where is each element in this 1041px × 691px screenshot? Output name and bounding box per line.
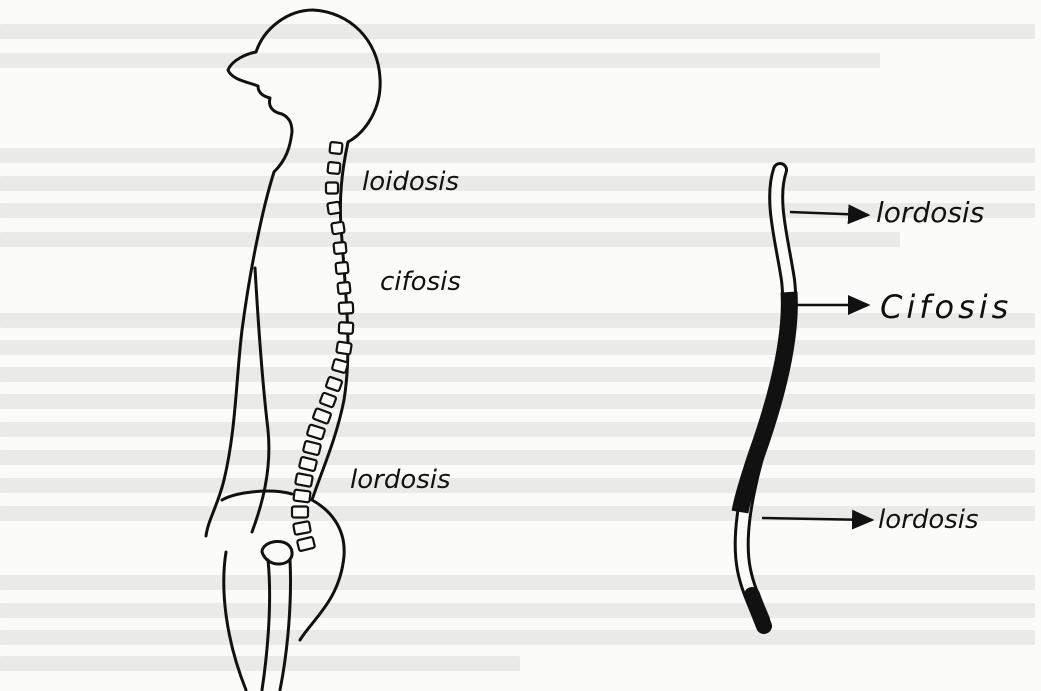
femur-line xyxy=(262,560,270,690)
vertebra xyxy=(333,242,346,254)
vertebra xyxy=(293,521,311,535)
label-lumbar-lordosis: lordosis xyxy=(350,465,451,495)
vertebra xyxy=(303,441,321,456)
arrow-upper xyxy=(790,212,868,215)
label-right-kyphosis: Cifosis xyxy=(880,288,1012,326)
face-profile-line xyxy=(228,10,313,132)
vertebra xyxy=(293,490,310,503)
vertebra xyxy=(329,142,342,154)
vertebra xyxy=(292,507,308,518)
thoracic-segment xyxy=(740,292,789,512)
label-thoracic-kyphosis: cifosis xyxy=(380,267,461,297)
vertebra xyxy=(335,262,348,274)
vertebra xyxy=(331,222,344,235)
vertebra xyxy=(299,457,317,472)
leg-front-line xyxy=(224,552,246,690)
femur-line-back xyxy=(280,560,291,690)
vertebra xyxy=(297,537,315,552)
vertebra xyxy=(327,162,340,174)
spine-strip xyxy=(740,170,789,626)
vertebral-column xyxy=(292,142,353,551)
waist-line xyxy=(222,491,292,500)
label-cervical-lordosis: loidosis xyxy=(362,167,459,197)
arrow-lower xyxy=(762,518,872,520)
vertebra xyxy=(337,282,350,294)
vertebra xyxy=(313,408,332,424)
human-profile-outline xyxy=(206,10,380,690)
vertebra xyxy=(339,322,354,334)
vertebra xyxy=(326,376,343,391)
vertebra xyxy=(339,302,354,314)
femur-head xyxy=(262,541,292,564)
label-right-lordosis-upper: lordosis xyxy=(876,196,984,229)
label-right-lordosis-lower: lordosis xyxy=(878,505,979,535)
sacral-tip xyxy=(752,595,764,626)
vertebra xyxy=(326,183,338,194)
vertebra xyxy=(336,341,352,354)
vertebra xyxy=(295,473,313,487)
vertebra xyxy=(307,424,326,439)
vertebra xyxy=(327,202,340,215)
vertebra xyxy=(320,392,337,407)
front-body-line xyxy=(206,132,292,536)
back-of-head-line xyxy=(313,10,380,142)
vertebra xyxy=(332,359,348,373)
